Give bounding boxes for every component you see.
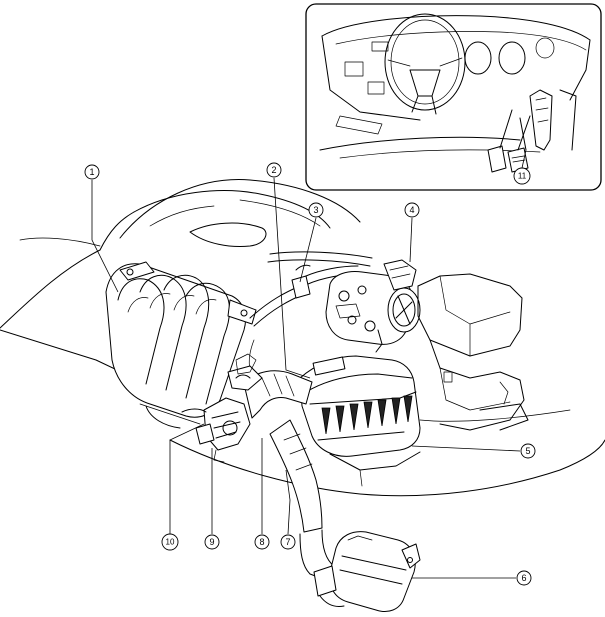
callout-11: 11 bbox=[513, 167, 531, 185]
callout-9-label: 9 bbox=[209, 537, 214, 547]
sensors bbox=[181, 353, 257, 463]
callout-3-label: 3 bbox=[313, 205, 318, 215]
callout-4-label: 4 bbox=[409, 205, 414, 215]
engine-head bbox=[99, 179, 361, 251]
callout-2: 2 bbox=[266, 162, 282, 178]
interior-inset bbox=[305, 3, 602, 191]
intake-manifold bbox=[105, 261, 257, 429]
callout-1: 1 bbox=[84, 164, 100, 180]
callout-10: 10 bbox=[161, 533, 179, 551]
callout-2-label: 2 bbox=[271, 165, 276, 175]
air-ducts bbox=[227, 365, 335, 581]
throttle-body bbox=[325, 259, 421, 353]
hoses bbox=[248, 251, 373, 371]
resonator bbox=[313, 531, 421, 612]
callout-1-label: 1 bbox=[89, 167, 94, 177]
callout-4: 4 bbox=[404, 202, 420, 218]
inset-frame bbox=[305, 3, 602, 191]
leader-lines bbox=[91, 149, 527, 579]
callout-11-label: 11 bbox=[518, 172, 527, 181]
callout-5: 5 bbox=[520, 443, 536, 459]
callout-9: 9 bbox=[204, 534, 220, 550]
callout-7-label: 7 bbox=[285, 537, 290, 547]
battery-area bbox=[417, 273, 529, 431]
callout-6: 6 bbox=[516, 570, 532, 586]
callout-3: 3 bbox=[308, 202, 324, 218]
callout-10-label: 10 bbox=[166, 538, 175, 547]
callout-5-label: 5 bbox=[525, 446, 530, 456]
air-cleaner bbox=[299, 355, 421, 487]
callout-8: 8 bbox=[254, 534, 270, 550]
callout-6-label: 6 bbox=[521, 573, 526, 583]
callout-7: 7 bbox=[280, 534, 296, 550]
callout-8-label: 8 bbox=[259, 537, 264, 547]
